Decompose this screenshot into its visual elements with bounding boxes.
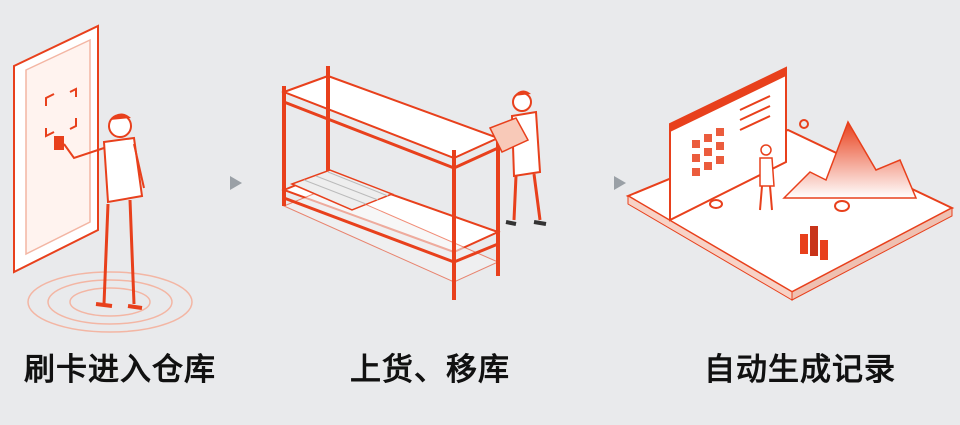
record-dashboard-illustration bbox=[625, 66, 955, 301]
shelving-stocking-illustration bbox=[281, 66, 547, 300]
step-label-auto-record: 自动生成记录 bbox=[704, 352, 896, 388]
step-label-card-swipe: 刷卡进入仓库 bbox=[24, 352, 216, 388]
arrow-right-icon bbox=[170, 176, 242, 190]
step-label-stocking: 上货、移库 bbox=[350, 352, 510, 388]
card-swipe-entry-illustration bbox=[13, 24, 193, 333]
arrow-right-icon bbox=[556, 176, 626, 190]
